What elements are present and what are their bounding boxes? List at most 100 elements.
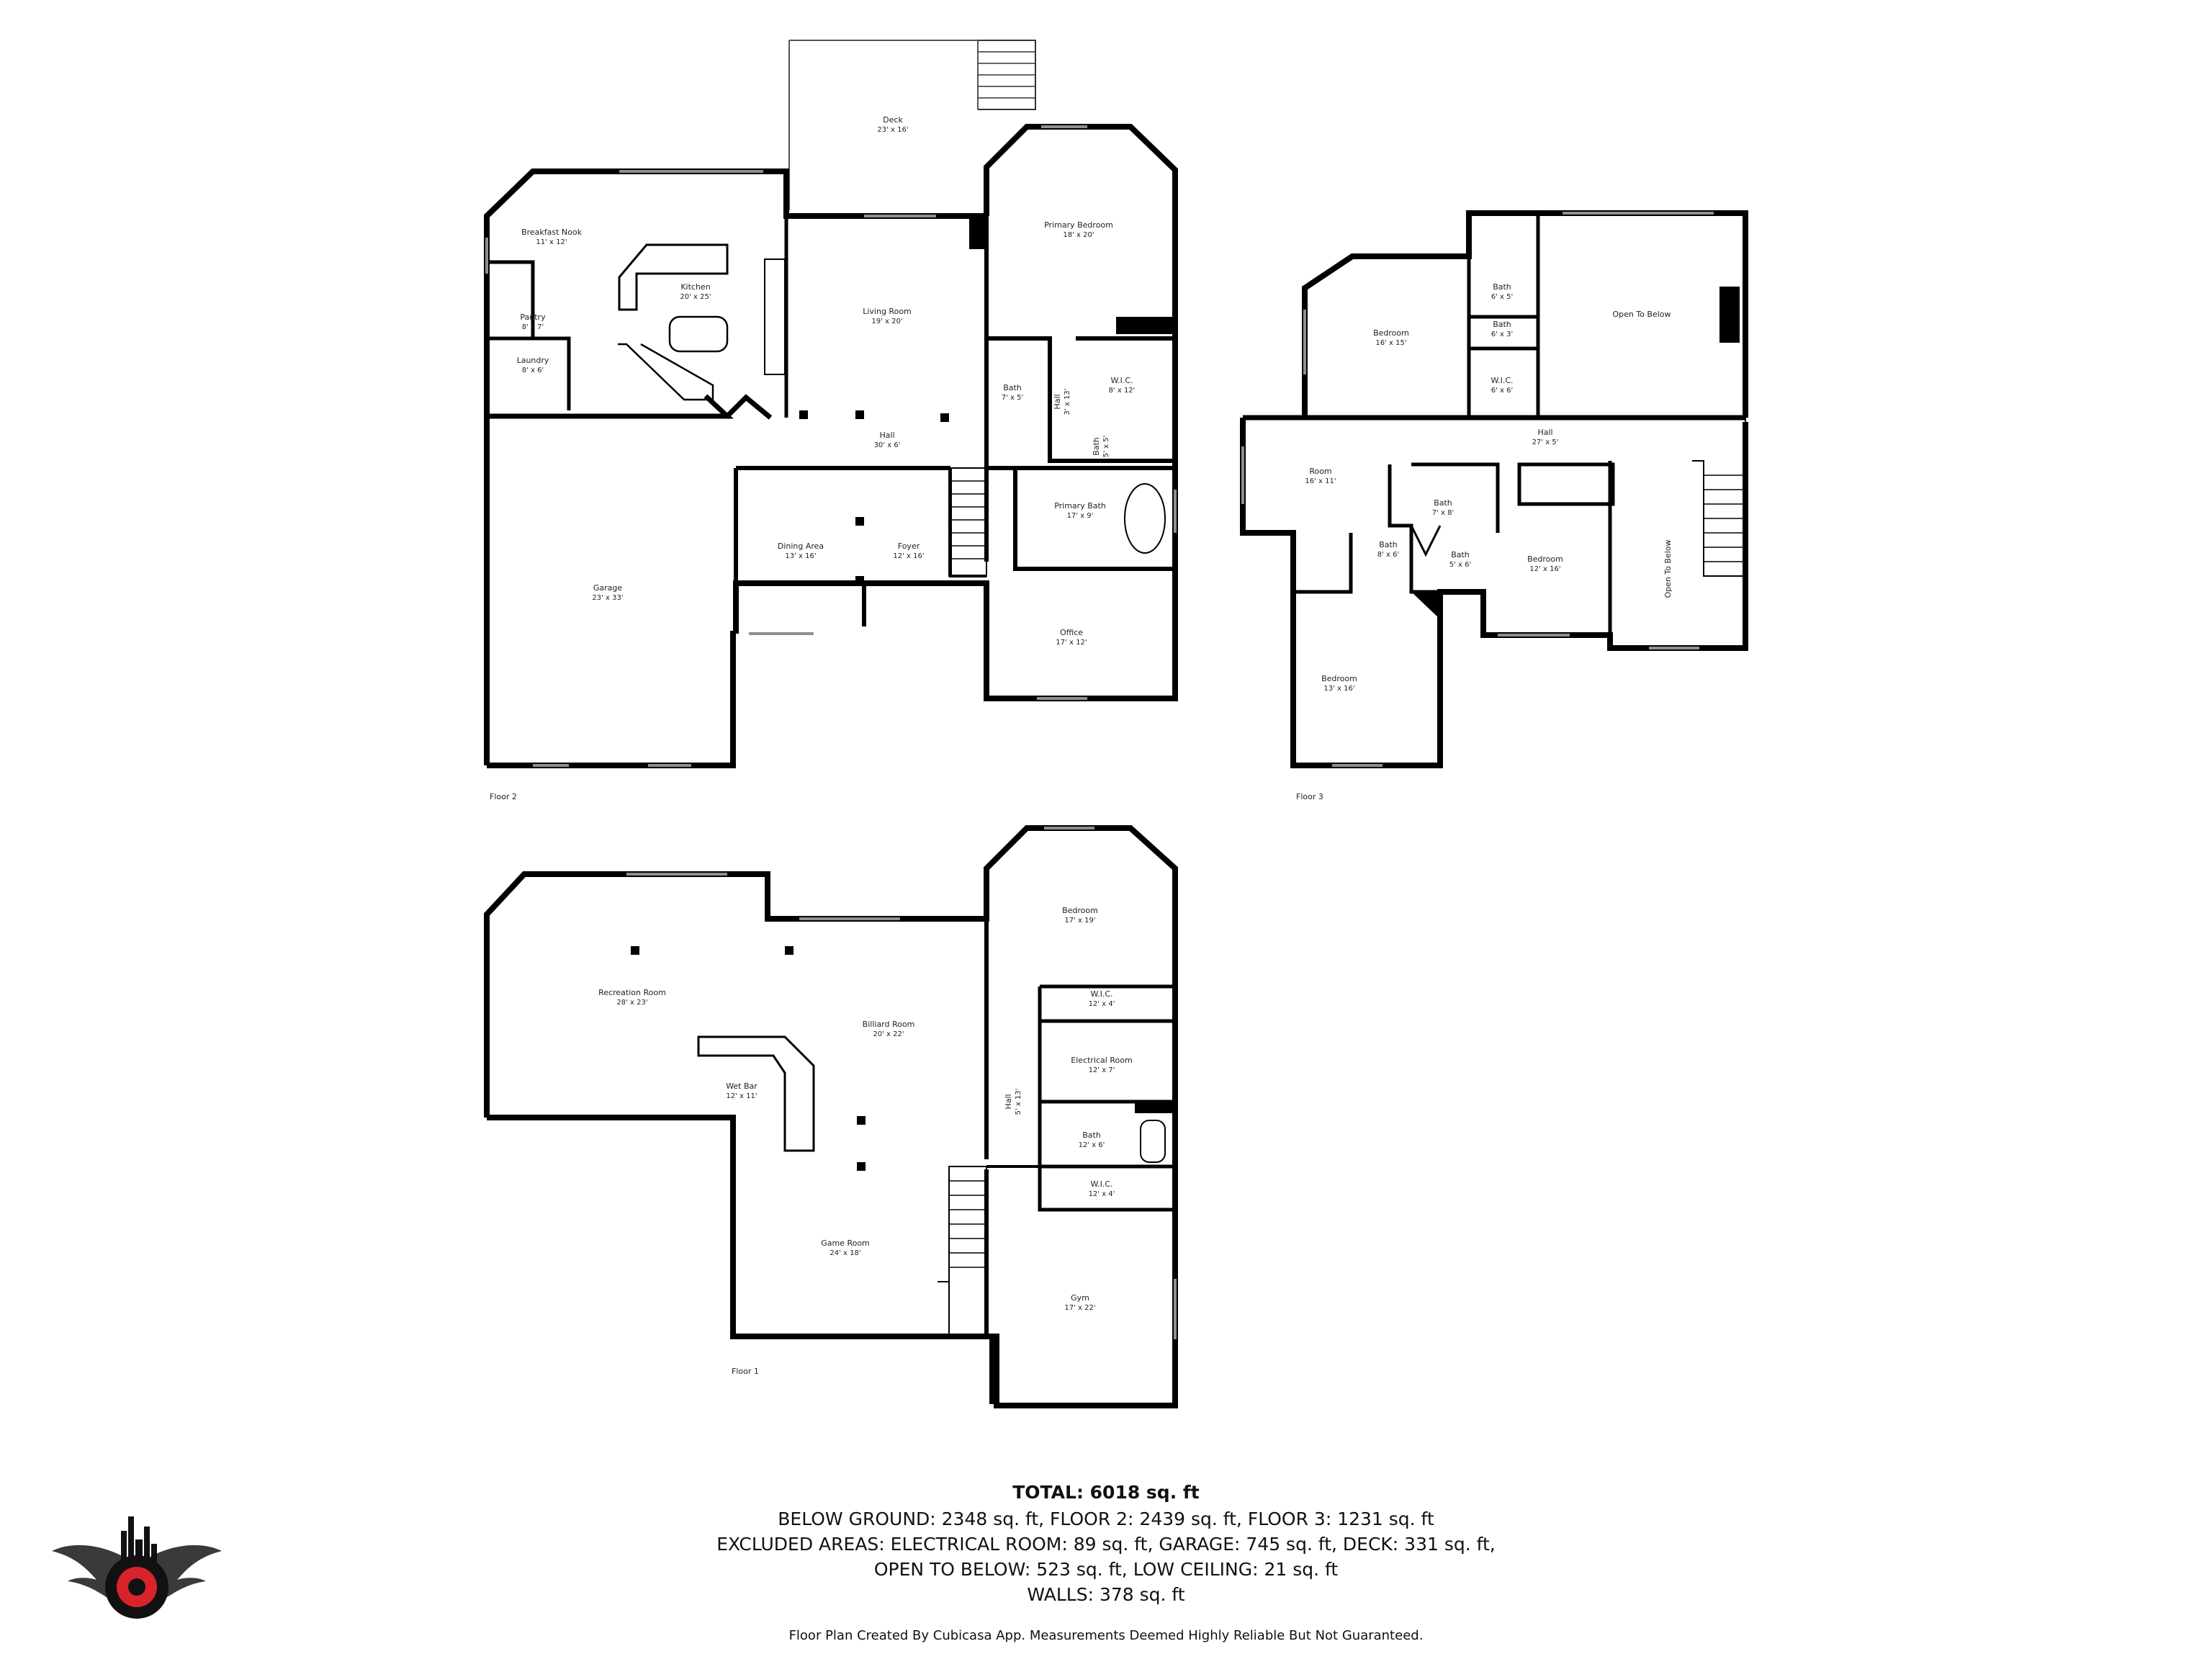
room-name: W.I.C. <box>1491 376 1513 385</box>
room-dimensions: 8' x 6' <box>1377 551 1400 559</box>
room-dimensions: 23' x 16' <box>877 126 908 134</box>
floor-1-plan <box>484 825 1178 1408</box>
room-name: Bath <box>1003 383 1022 392</box>
floor-1-label: Floor 1 <box>732 1367 759 1376</box>
room-dimensions: 23' x 33' <box>592 594 623 602</box>
room-dimensions: 6' x 6' <box>1491 387 1514 395</box>
room-dimensions: 20' x 25' <box>680 293 711 301</box>
room-name: W.I.C. <box>1110 376 1133 385</box>
room-name: Bath <box>1379 540 1398 549</box>
summary-line: EXCLUDED AREAS: ELECTRICAL ROOM: 89 sq. … <box>716 1534 1496 1555</box>
summary-line: WALLS: 378 sq. ft <box>1027 1584 1185 1605</box>
room-name: Bath <box>1092 437 1101 456</box>
room-dimensions: 12' x 4' <box>1089 1190 1115 1198</box>
room-dimensions: 19' x 20' <box>871 318 902 325</box>
room-name: W.I.C. <box>1090 989 1112 999</box>
room-name: Bedroom <box>1062 906 1098 915</box>
room-dimensions: 17' x 19' <box>1064 917 1095 925</box>
room-label: W.I.C.12' x 4' <box>1089 989 1115 1008</box>
room-dimensions: 12' x 16' <box>893 552 924 560</box>
room-dimensions: 16' x 15' <box>1375 339 1406 347</box>
room-name: Electrical Room <box>1071 1056 1132 1065</box>
room-dimensions: 6' x 5' <box>1491 293 1514 301</box>
room-label: Bath 8' x 6' <box>1377 540 1400 559</box>
room-dimensions: 12' x 11' <box>726 1092 757 1100</box>
room-dimensions: 11' x 12' <box>536 238 567 246</box>
room-dimensions: 17' x 22' <box>1064 1304 1095 1312</box>
room-name: Game Room <box>821 1238 870 1248</box>
room-name: Gym <box>1071 1293 1089 1303</box>
floor-2-plan <box>484 40 1178 768</box>
floor-2-label: Floor 2 <box>490 792 517 801</box>
room-name: Bedroom <box>1527 554 1563 564</box>
room-dimensions: 28' x 23' <box>616 999 647 1007</box>
room-name: Breakfast Nook <box>521 228 583 237</box>
room-dimensions: 24' x 18' <box>830 1249 860 1257</box>
room-dimensions: 30' x 6' <box>874 441 901 449</box>
room-name: Hall <box>879 431 894 440</box>
room-name: Open To Below <box>1612 310 1671 319</box>
room-name: Dining Area <box>778 541 824 551</box>
room-name: Bedroom <box>1373 328 1409 338</box>
indiana-sky-pics-logo <box>52 1516 222 1619</box>
room-label: Living Room 19' x 20' <box>863 307 912 325</box>
room-name: Hall <box>1537 428 1552 437</box>
room-dimensions: 6' x 3' <box>1491 331 1514 338</box>
disclaimer: Floor Plan Created By Cubicasa App. Meas… <box>788 1628 1424 1643</box>
total-area: TOTAL: 6018 sq. ft <box>1012 1482 1200 1503</box>
room-name: Living Room <box>863 307 912 316</box>
room-dimensions: 8' x 6' <box>522 367 544 374</box>
room-name: Open To Below <box>1663 539 1673 598</box>
room-name: Office <box>1060 628 1083 637</box>
room-dimensions: 12' x 16' <box>1529 565 1560 573</box>
room-name: Foyer <box>898 541 920 551</box>
room-dimensions: 7' x 8' <box>1432 509 1455 517</box>
room-label: Open To Below <box>1663 539 1673 598</box>
room-name: Billiard Room <box>863 1020 915 1029</box>
room-dimensions: 3' x 13' <box>1064 389 1071 415</box>
floor-3-label: Floor 3 <box>1296 792 1323 801</box>
room-name: Bath <box>1082 1130 1101 1140</box>
room-name: Primary Bedroom <box>1044 220 1113 230</box>
room-dimensions: 7' x 5' <box>1002 394 1024 402</box>
room-label: Open To Below <box>1612 310 1671 319</box>
room-label: Bath 7' x 5' <box>1002 383 1024 402</box>
summary-line: OPEN TO BELOW: 523 sq. ft, LOW CEILING: … <box>873 1559 1339 1580</box>
room-name: Room <box>1309 467 1331 476</box>
room-label: W.I.C.12' x 4' <box>1089 1179 1115 1198</box>
area-summary: BELOW GROUND: 2348 sq. ft, FLOOR 2: 2439… <box>0 1506 2212 1607</box>
room-name: Bath <box>1434 498 1452 508</box>
room-name: Pantry <box>520 313 546 322</box>
room-name: Bath <box>1493 320 1511 329</box>
room-name: Bedroom <box>1321 674 1357 683</box>
room-dimensions: 16' x 11' <box>1305 477 1336 485</box>
room-dimensions: 18' x 20' <box>1063 231 1094 239</box>
room-name: Hall <box>1053 394 1062 409</box>
room-name: Wet Bar <box>726 1082 757 1091</box>
